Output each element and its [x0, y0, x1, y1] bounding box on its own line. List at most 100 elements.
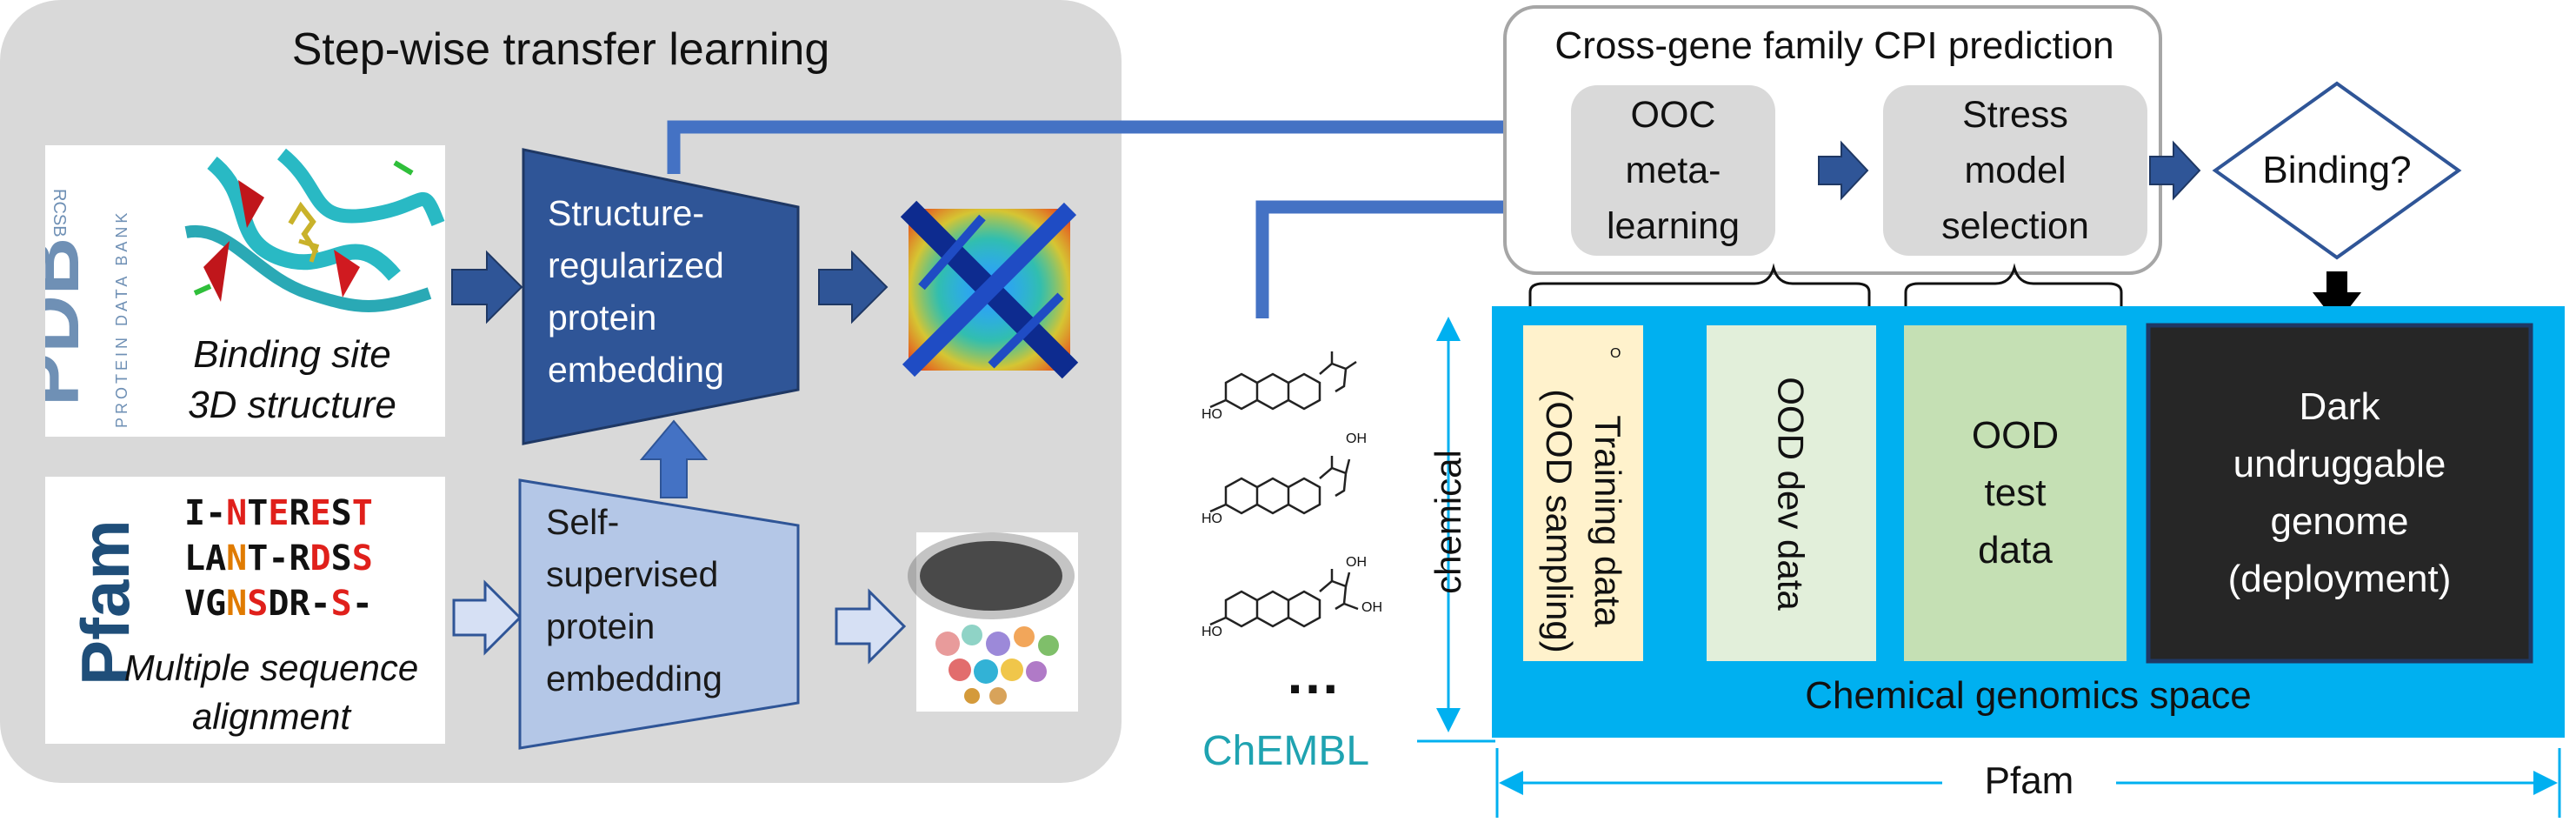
dark-line-2: undruggable [2233, 443, 2446, 485]
ooc-box [1571, 85, 1775, 256]
molecule-label-o: O [1610, 346, 1621, 361]
dark-line-3: genome [2270, 500, 2409, 543]
test-line-3: data [1978, 529, 2053, 572]
binding-site-line2: 3D structure [188, 384, 396, 426]
binding-site-label: Binding site 3D structure [139, 328, 445, 432]
msa-residue: - [351, 584, 373, 624]
structure-embedding-block [522, 148, 800, 445]
msa-caption: Multiple sequence alignment [97, 642, 445, 742]
molecule-estriol [1209, 569, 1359, 628]
stress-label: Stress model selection [1883, 85, 2147, 256]
ooc-line-3: learning [1607, 205, 1740, 247]
ooc-line-1: OOC [1630, 94, 1716, 136]
msa-residue: T [351, 493, 373, 533]
structure-line-1: Structure- [548, 193, 704, 233]
ooc-label: OOC meta- learning [1571, 85, 1775, 256]
msa-residue: S [330, 493, 352, 533]
msa-residue: N [226, 584, 248, 624]
msa-residue: DR [268, 584, 310, 624]
arrow-stress-to-binding [2149, 140, 2201, 201]
msa-residue: I- [184, 493, 227, 533]
chemical-axis-head-top [1436, 317, 1461, 341]
pfam-axis-head-left [1499, 771, 1523, 795]
contact-map-image [900, 200, 1079, 379]
structure-line-4: embedding [548, 350, 724, 390]
msa-residue: S [330, 584, 352, 624]
msa-residue: - [310, 584, 331, 624]
training-data-label: Training data (OOD sampling) [1523, 353, 1643, 689]
connector-molecules-to-ooc [1255, 200, 1537, 318]
binding-label: Binding? [2262, 149, 2412, 191]
arrow-self-to-structure [639, 419, 709, 498]
chemical-genomics-label: Chemical genomics space [1805, 674, 2252, 717]
chemical-axis-text: chemical [1428, 450, 1468, 594]
test-data-box [1904, 325, 2127, 661]
test-line-2: test [1984, 471, 2047, 514]
msa-residue: E [268, 493, 290, 533]
protein-ribbon-image [177, 145, 445, 319]
msa-residue: N [226, 493, 248, 533]
msa-rows: I-NTEREST LANT-RDSS VGNSDR-S- [184, 491, 445, 626]
structure-embedding-label: Structure- regularized protein embedding [530, 183, 791, 400]
arrow-binding-to-dark [2313, 271, 2361, 324]
pfam-logo-text: Pfam [67, 519, 141, 685]
arrow-pdb-to-structure [451, 250, 523, 324]
arrow-structure-to-map [818, 250, 889, 324]
cluster-image [908, 532, 1078, 712]
training-line-2: (OOD sampling) [1539, 389, 1580, 653]
structure-line-2: regularized [548, 245, 724, 285]
msa-residue: R [289, 493, 310, 533]
self-supervised-label: Self- supervised protein embedding [532, 491, 793, 709]
msa-residue: E [310, 493, 331, 533]
dark-line-4: (deployment) [2227, 558, 2452, 600]
self-supervised-embedding-block [518, 478, 800, 750]
msa-row-3: VGNSDR-S- [184, 581, 445, 626]
molecule-label-oh-1: OH [1346, 431, 1367, 446]
test-line-1: OOD [1971, 414, 2060, 457]
binding-site-line1: Binding site [193, 333, 391, 376]
test-data-label: OOD test data [1904, 325, 2127, 661]
self-line-2: supervised [546, 554, 719, 594]
msa-residue: S [247, 584, 269, 624]
dark-genome-box [2146, 323, 2533, 664]
connector-structure-to-ooc-a [667, 120, 1122, 174]
molecule-estrone [1209, 351, 1357, 411]
msa-residue: S [330, 538, 352, 578]
msa-residue: T [247, 538, 269, 578]
training-line-1: Training data [1588, 415, 1628, 627]
arrow-ooc-to-stress [1818, 140, 1869, 201]
chemical-axis-head-bottom [1436, 708, 1461, 732]
self-line-1: Self- [546, 502, 620, 542]
dark-line-1: Dark [2299, 385, 2380, 428]
molecule-label-ho-1: HO [1201, 407, 1222, 422]
dark-genome-label: Dark undruggable genome (deployment) [2148, 325, 2531, 661]
ellipsis: … [1285, 643, 1341, 705]
molecule-label-ho-2: HO [1201, 511, 1222, 526]
molecule-label-oh-3: OH [1361, 600, 1382, 615]
pdb-structure-card: PDB PROTEIN DATA BANK RCSB Binding site … [45, 145, 445, 437]
molecule-estradiol [1209, 456, 1351, 515]
pdb-logo-text: PDB [45, 237, 96, 406]
pfam-logo: Pfam [67, 519, 141, 685]
left-panel-shapes [451, 120, 1122, 750]
stress-line-1: Stress [1962, 94, 2068, 136]
molecule-label-ho-3: HO [1201, 625, 1222, 639]
msa-caption-line2: alignment [191, 695, 351, 737]
ooc-line-2: meta- [1625, 150, 1721, 191]
msa-residue: D [310, 538, 331, 578]
msa-row-2: LANT-RDSS [184, 536, 445, 581]
left-panel-title: Step-wise transfer learning [291, 24, 830, 75]
pfam-axis-head-right [2533, 771, 2558, 795]
msa-residue: N [226, 538, 248, 578]
training-data-box [1523, 325, 1643, 661]
arrow-self-to-cluster [835, 588, 907, 665]
stress-line-2: model [1964, 150, 2067, 191]
brace-ooc [1528, 263, 1871, 327]
msa-caption-line1: Multiple sequence [123, 646, 419, 688]
brace-stress [1904, 263, 2123, 327]
msa-residue: T [247, 493, 269, 533]
self-line-4: embedding [546, 659, 722, 699]
pfam-msa-card: Pfam I-NTEREST LANT-RDSS VGNSDR-S- Multi… [45, 477, 445, 744]
msa-residue: VG [184, 584, 227, 624]
msa-row-1: I-NTEREST [184, 491, 445, 536]
